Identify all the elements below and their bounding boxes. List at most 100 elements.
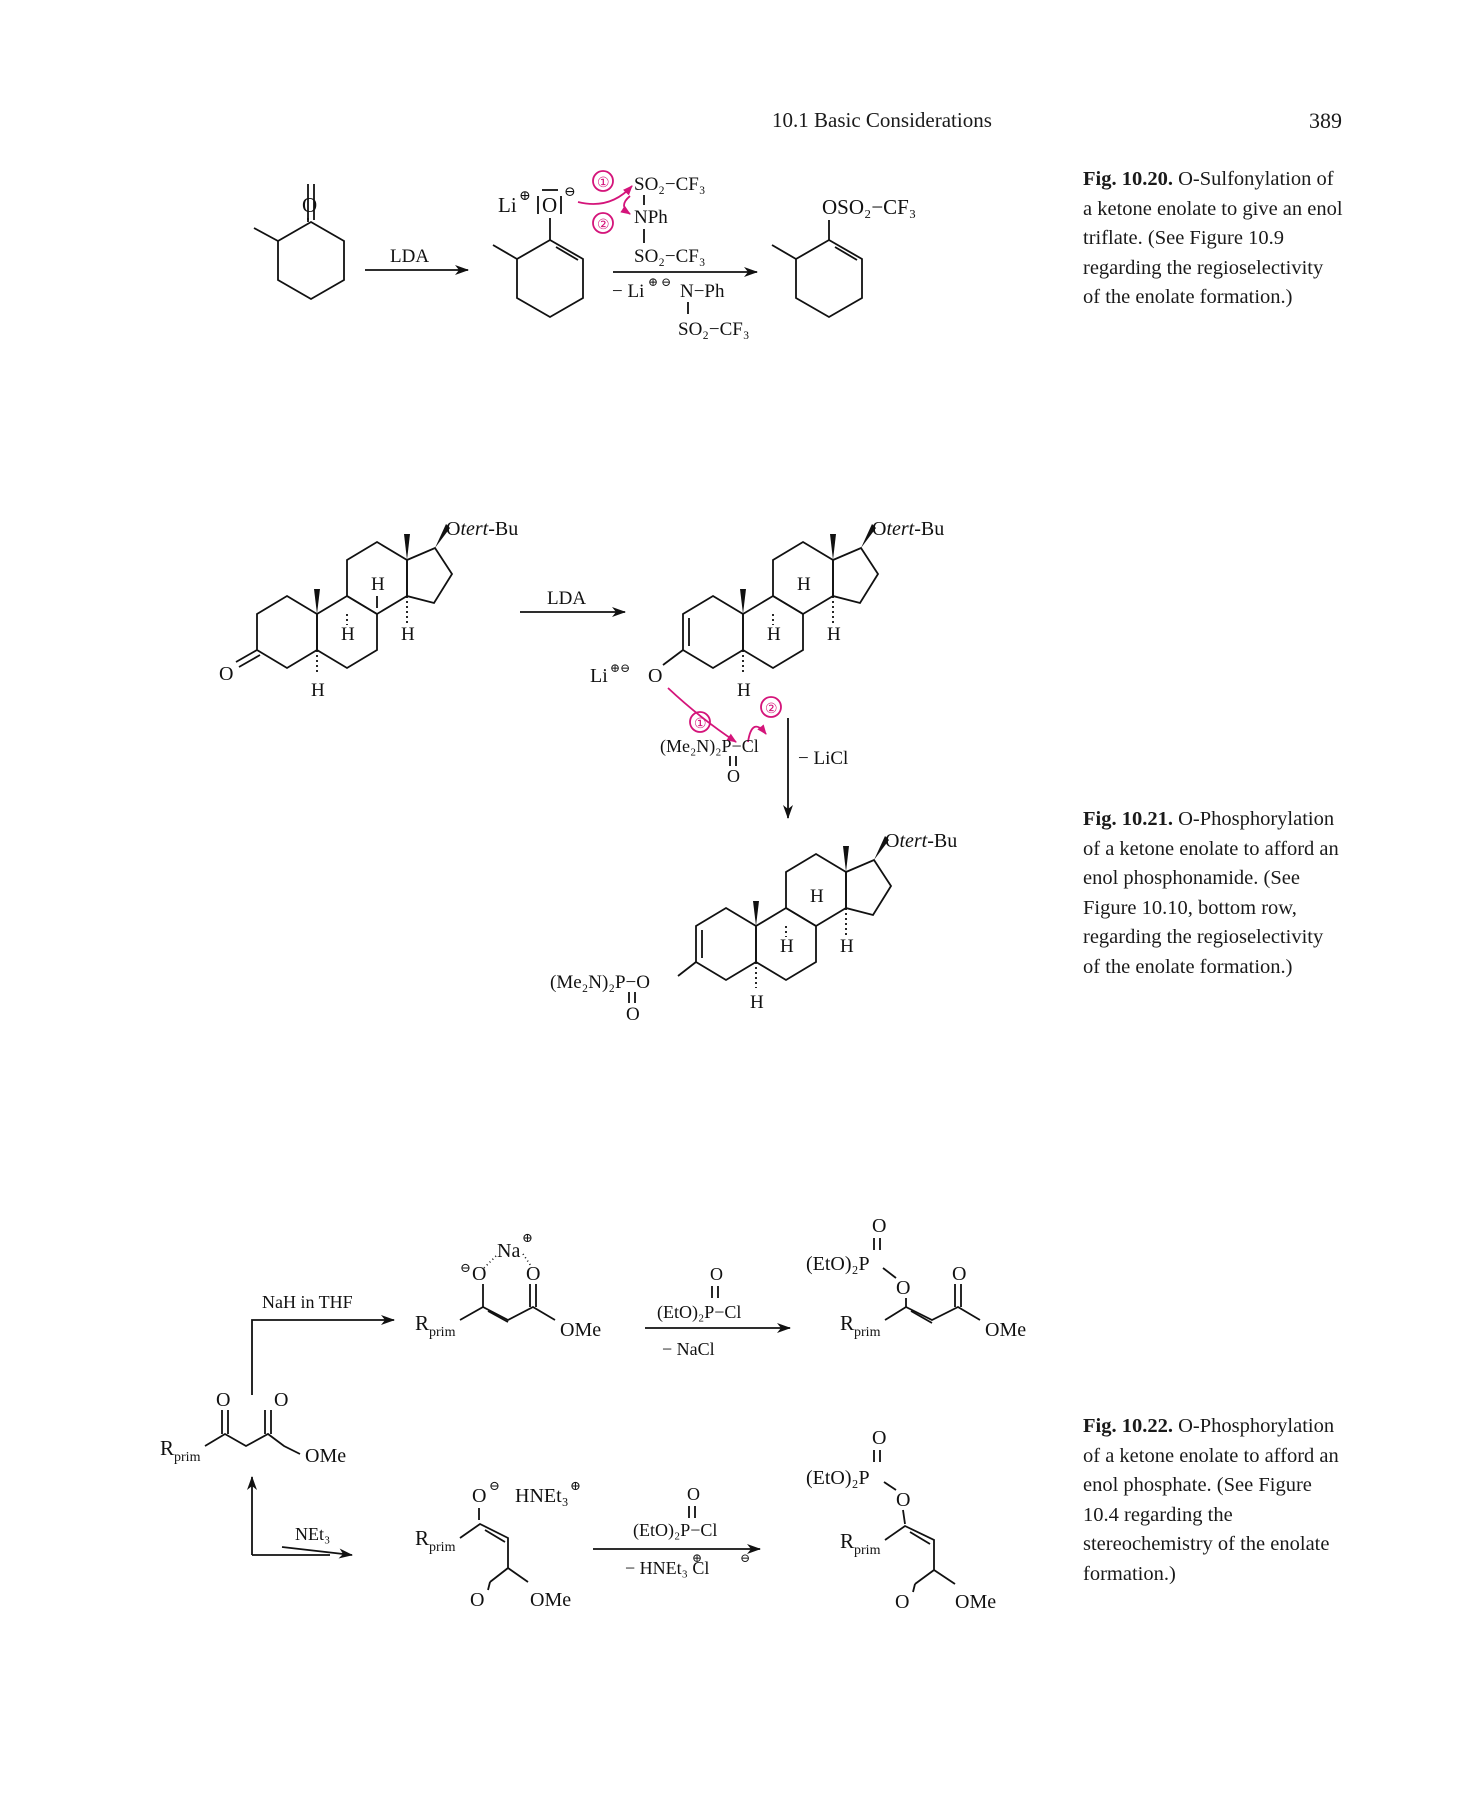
byproduct-licl: − LiCl	[798, 748, 848, 769]
page-number: 389	[1309, 108, 1342, 133]
caption-label: Fig. 10.21.	[1083, 808, 1173, 830]
byproduct-so2: SO₂−CF₃	[678, 319, 750, 340]
h-label: H	[750, 992, 764, 1013]
ome-label: OMe	[560, 1319, 601, 1341]
caption-fig-10-21: Fig. 10.21. O-Phosphorylation of a keton…	[1083, 805, 1345, 982]
phosphoryl-oxygen: O	[727, 766, 740, 786]
plus-charge: ⊕	[519, 189, 531, 204]
plus-charge: ⊕	[522, 1230, 533, 1245]
phosphorus-reagent: (Me₂N)₂P−Cl	[660, 736, 759, 757]
enolate-oxygen: O	[472, 1485, 486, 1507]
lithium-label: Li	[498, 193, 517, 217]
scheme-fig-10-22: Rprim O O OMe NaH in THF NEt₃ Rprim O ⊖	[160, 1215, 1026, 1613]
enolate-oxygen: O	[472, 1263, 486, 1285]
ketone-oxygen: O	[302, 193, 317, 217]
h-label: H	[401, 624, 415, 645]
phosphoryl-oxygen: O	[687, 1484, 700, 1504]
caption-fig-10-22: Fig. 10.22. O-Phosphorylation of a keton…	[1083, 1412, 1345, 1589]
phosphoryl-oxygen: O	[626, 1004, 640, 1025]
step-2-marker: ②	[765, 702, 778, 717]
byproduct-ammonium-chloride: − HNEt₃ Cl	[625, 1558, 709, 1578]
caption-text: O-Phosphorylation of a ketone enolate to…	[1083, 1415, 1339, 1585]
h-label: H	[311, 680, 325, 701]
caption-fig-10-20: Fig. 10.20. O-Sulfonylation of a ketone …	[1083, 165, 1345, 313]
so2cf3-top: SO₂−CF₃	[634, 174, 706, 195]
step-1-marker: ①	[597, 176, 610, 191]
otertbu-label: Otert-Bu	[885, 830, 957, 852]
steroid-enolate: Otert-Bu Li ⊕⊖ O H H H H	[590, 518, 944, 701]
h-label: H	[737, 680, 751, 701]
nph-label: NPh	[634, 207, 668, 228]
minus-charge: ⊖	[460, 1260, 471, 1275]
h-label: H	[810, 886, 824, 907]
caption-text: O-Phosphorylation of a ketone enolate to…	[1083, 808, 1339, 978]
running-head: 10.1 Basic Considerations	[772, 108, 992, 132]
phosphate-label: (EtO)₂P	[806, 1467, 870, 1489]
phosphoryl-oxygen: O	[710, 1264, 723, 1284]
phosphoryl-oxygen: O	[872, 1427, 886, 1449]
r-label: Rprim	[840, 1311, 881, 1340]
caption-label: Fig. 10.20.	[1083, 168, 1173, 190]
methylcyclohexanone: O	[253, 184, 345, 301]
byproduct-charges: ⊕ ⊖	[648, 275, 671, 289]
hnet3-label: HNEt₃	[515, 1485, 569, 1507]
ome-label: OMe	[530, 1589, 571, 1611]
arrow-to-sodium-enolate	[251, 1315, 395, 1395]
ester-oxygen: O	[274, 1389, 288, 1411]
so2cf3-mid: SO₂−CF₃	[634, 246, 706, 267]
r-label: Rprim	[160, 1436, 201, 1465]
reagent-lda: LDA	[547, 588, 586, 609]
minus-charge: ⊖	[489, 1478, 500, 1493]
diethyl-chlorophosphate-top: O (EtO)₂P−Cl	[657, 1264, 741, 1323]
h-label: H	[371, 574, 385, 595]
lithium-label: Li	[590, 665, 608, 687]
r-label: Rprim	[415, 1311, 456, 1340]
reagent-nah: NaH in THF	[262, 1292, 353, 1312]
minus-charge: ⊖	[564, 185, 576, 200]
plus-charge: ⊕	[570, 1478, 581, 1493]
diethyl-chlorophosphate-bottom: O (EtO)₂P−Cl	[633, 1484, 717, 1541]
triflate-label: OSO₂−CF₃	[822, 195, 916, 219]
byproduct-n: N−Ph	[680, 281, 725, 302]
plus-charge: ⊕	[692, 1551, 702, 1565]
h-label: H	[780, 936, 794, 957]
h-label: H	[827, 624, 841, 645]
caption-text: O-Sulfonylation of a ketone enolate to g…	[1083, 168, 1343, 308]
phosphate-label: (EtO)₂P	[806, 1253, 870, 1275]
phosphorus-reagent: (EtO)₂P−Cl	[657, 1302, 741, 1323]
enolate-oxygen: O	[542, 193, 557, 217]
enol-phosphonamide: Otert-Bu (Me₂N)₂P−O O H H H H	[550, 830, 957, 1025]
h-label: H	[767, 624, 781, 645]
phosphonamide-label: (Me₂N)₂P−O	[550, 972, 650, 993]
enolate-oxygen: O	[648, 665, 662, 687]
lithium-enolate: Li ⊕ O ⊖	[492, 185, 584, 319]
ome-label: OMe	[305, 1445, 346, 1467]
ester-oxygen: O	[952, 1263, 966, 1285]
sodium-label: Na	[497, 1240, 520, 1262]
steroid-ketone: O Otert-Bu H H H H	[219, 518, 518, 701]
h-label: H	[341, 624, 355, 645]
li-charges: ⊕⊖	[610, 661, 630, 675]
phosphorus-reagent: (EtO)₂P−Cl	[633, 1520, 717, 1541]
scheme-fig-10-20: O LDA Li ⊕ O ⊖ SO₂−CF₃ NPh SO₂−CF₃	[253, 170, 916, 340]
enol-oxygen: O	[896, 1489, 910, 1511]
r-label: Rprim	[840, 1529, 881, 1558]
byproduct-nacl: − NaCl	[662, 1339, 715, 1359]
ester-oxygen: O	[526, 1263, 540, 1285]
byproduct-li: − Li	[612, 281, 644, 302]
ammonium-enolate: O ⊖ HNEt₃ ⊕ Rprim O OMe	[415, 1478, 581, 1611]
scheme-fig-10-21: O Otert-Bu H H H H LDA Otert-Bu	[219, 518, 957, 1025]
triflimide-reagent: SO₂−CF₃ NPh SO₂−CF₃ ① ②	[577, 170, 706, 267]
enol-triflate: OSO₂−CF₃	[771, 195, 916, 319]
step-2-marker: ②	[597, 218, 610, 233]
otertbu-label: Otert-Bu	[446, 518, 518, 540]
h-label: H	[840, 936, 854, 957]
phosphoramidic-chloride: ① ② (Me₂N)₂P−Cl O	[660, 687, 782, 786]
sodium-enolate: Rprim O ⊖ O Na ⊕ OMe	[415, 1230, 601, 1341]
ester-oxygen: O	[895, 1591, 909, 1613]
arrow-to-ammonium-enolate	[281, 1546, 353, 1559]
ome-label: OMe	[985, 1319, 1026, 1341]
ome-label: OMe	[955, 1591, 996, 1613]
byproduct-li-triflimide: − Li ⊕ ⊖ N−Ph SO₂−CF₃	[612, 275, 750, 340]
